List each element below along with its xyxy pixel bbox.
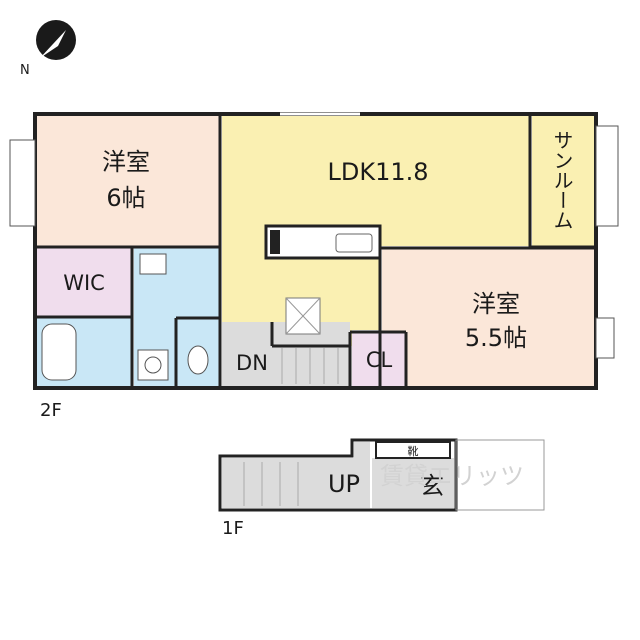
toilet-icon xyxy=(187,345,209,375)
sink-icon xyxy=(335,233,373,253)
wic-fill xyxy=(37,248,132,316)
compass: N xyxy=(20,20,76,78)
stairs-up-fill xyxy=(222,442,370,508)
ldk-fill xyxy=(222,116,530,246)
ldk-name: LDK11.8 xyxy=(327,158,428,186)
bathtub-icon xyxy=(41,323,77,381)
shoe-box-label: 靴 xyxy=(408,444,419,458)
closet-name: CL xyxy=(366,348,393,372)
stairs-up xyxy=(243,462,299,506)
sunroom-name: サンルーム xyxy=(550,130,574,230)
compass-icon xyxy=(36,20,76,60)
stairs-down-name: DN xyxy=(236,351,268,375)
washer-icon xyxy=(137,349,169,381)
floor-2f: 洋室 6帖 LDK11.8 サンルーム 洋室 5.5帖 WIC CL DN 2F xyxy=(9,112,619,421)
north-label: N xyxy=(20,63,30,78)
porch xyxy=(455,439,545,511)
floor-1f-label: 1F xyxy=(222,518,244,539)
sunroom-fill xyxy=(532,116,594,246)
interior-walls xyxy=(37,116,594,386)
entrance-fill xyxy=(372,458,454,508)
entrance-name: 玄 xyxy=(420,472,444,500)
floor-1f: UP 玄 靴 1F xyxy=(218,438,545,539)
shoe-box xyxy=(375,441,451,459)
ldk-lower-fill xyxy=(222,246,380,346)
western-room-b-size: 5.5帖 xyxy=(465,324,527,352)
western-room-a-name: 洋室 xyxy=(102,148,150,176)
stairs-up-name: UP xyxy=(328,470,360,498)
western-room-b-fill xyxy=(382,248,594,386)
watermark: 賃貸エリッツ xyxy=(380,462,524,490)
floor-2f-label: 2F xyxy=(40,400,62,421)
windows xyxy=(9,112,619,359)
compass-needle xyxy=(40,30,66,58)
western-room-a-size: 6帖 xyxy=(106,184,145,212)
wic-name: WIC xyxy=(63,271,105,295)
kitchen-counter xyxy=(264,224,382,260)
stairs-down xyxy=(281,348,339,384)
western-room-b-name: 洋室 xyxy=(472,290,520,318)
vanity-icon xyxy=(139,253,167,275)
western-room-a-fill xyxy=(37,116,220,246)
